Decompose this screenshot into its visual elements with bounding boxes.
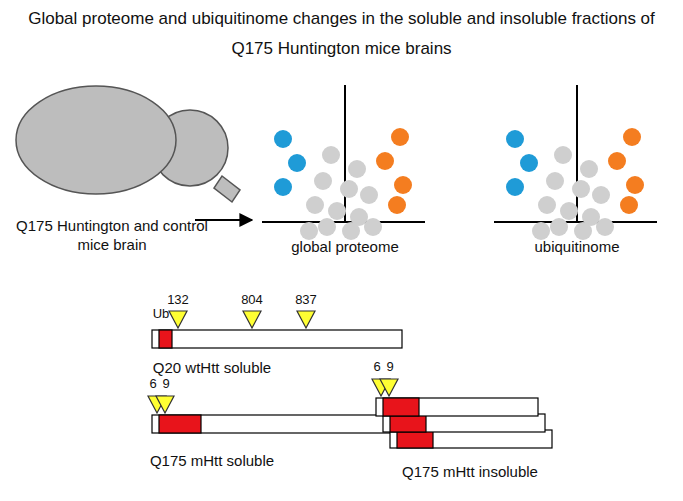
ubiquitin-label: Ub bbox=[153, 306, 170, 322]
ubiquitin-triangle bbox=[156, 396, 174, 413]
data-point bbox=[574, 222, 592, 240]
data-point bbox=[623, 128, 641, 146]
data-point bbox=[546, 172, 564, 190]
data-point bbox=[288, 154, 306, 172]
protein-bars bbox=[152, 330, 552, 448]
data-point bbox=[580, 160, 598, 178]
site-number: 9 bbox=[386, 359, 393, 375]
site-number: 804 bbox=[241, 292, 263, 308]
volcano-plot bbox=[494, 85, 657, 222]
ubiquitin-triangle bbox=[243, 311, 261, 328]
data-points bbox=[274, 128, 412, 240]
data-point bbox=[620, 196, 638, 214]
fraction-label: Q20 wtHtt soluble bbox=[153, 359, 271, 378]
data-point bbox=[322, 146, 340, 164]
fraction-label: Q175 mHtt insoluble bbox=[402, 463, 538, 482]
data-point bbox=[340, 180, 358, 198]
title: Global proteome and ubiquitinome changes… bbox=[20, 4, 663, 64]
site-number: 6 bbox=[149, 376, 156, 392]
data-point bbox=[328, 202, 346, 220]
data-point bbox=[348, 160, 366, 178]
data-point bbox=[554, 146, 572, 164]
data-point bbox=[560, 202, 578, 220]
volcano-plot bbox=[262, 85, 425, 222]
data-point bbox=[538, 196, 556, 214]
data-point bbox=[520, 154, 538, 172]
data-points bbox=[506, 128, 644, 240]
data-point bbox=[364, 218, 382, 236]
data-point bbox=[608, 152, 626, 170]
data-point bbox=[274, 178, 292, 196]
data-point bbox=[532, 222, 550, 240]
brainstem bbox=[214, 176, 240, 202]
data-point bbox=[596, 218, 614, 236]
data-point bbox=[391, 128, 409, 146]
data-point bbox=[394, 176, 412, 194]
ubiquitin-triangle bbox=[380, 379, 398, 396]
brain bbox=[16, 86, 240, 202]
image-label: Q175 Huntington and control mice brain bbox=[12, 217, 212, 255]
site-number: 6 bbox=[373, 359, 380, 375]
data-point bbox=[388, 196, 406, 214]
data-point bbox=[274, 130, 292, 148]
ubiquitin-site bbox=[148, 311, 398, 413]
data-point bbox=[306, 196, 324, 214]
plot-label: global proteome bbox=[291, 238, 399, 257]
cerebrum bbox=[16, 86, 176, 194]
fraction-label: Q175 mHtt soluble bbox=[150, 452, 274, 471]
data-point bbox=[318, 218, 336, 236]
data-point bbox=[626, 176, 644, 194]
data-point bbox=[376, 152, 394, 170]
site-number: 837 bbox=[295, 292, 317, 308]
site-number: 132 bbox=[167, 292, 189, 308]
data-point bbox=[342, 222, 360, 240]
data-point bbox=[506, 130, 524, 148]
data-point bbox=[314, 172, 332, 190]
data-point bbox=[572, 180, 590, 198]
data-point bbox=[360, 186, 378, 204]
data-point bbox=[300, 222, 318, 240]
data-point bbox=[550, 218, 568, 236]
site-number: 9 bbox=[162, 376, 169, 392]
plot-label: ubiquitinome bbox=[534, 238, 619, 257]
data-point bbox=[506, 178, 524, 196]
ubiquitin-triangle bbox=[297, 311, 315, 328]
ubiquitin-triangle bbox=[169, 311, 187, 328]
data-point bbox=[592, 186, 610, 204]
